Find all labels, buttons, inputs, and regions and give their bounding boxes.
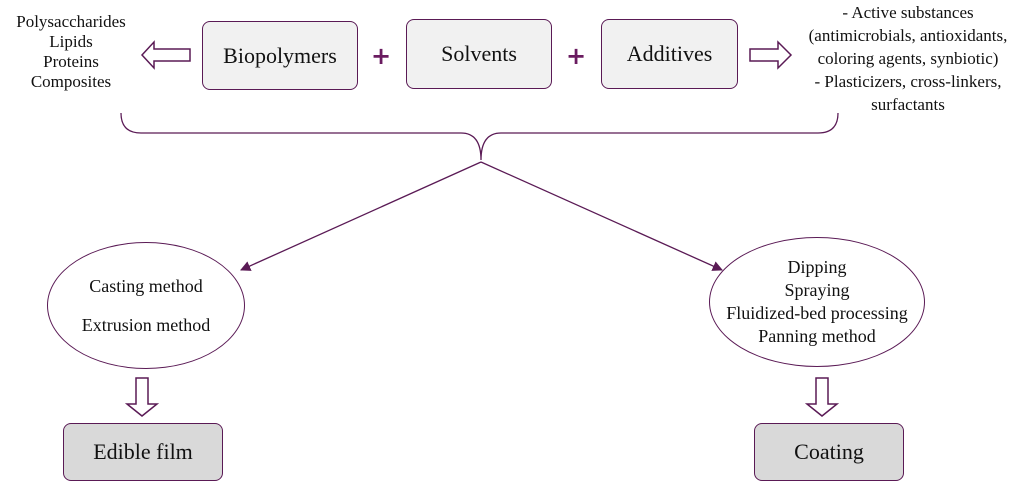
biopolymers-label: Biopolymers (223, 42, 337, 68)
plus-sign: + (371, 42, 392, 70)
additive-types-list: - Active substances (antimicrobials, ant… (795, 1, 1021, 116)
branch-arrow-film (240, 161, 482, 271)
casting-method-label: Casting method (89, 275, 203, 296)
right-hollow-arrow (749, 40, 793, 70)
coating-method-item: Dipping (787, 257, 847, 277)
biopolymer-type-item: Polysaccharides (16, 12, 126, 31)
coating-methods-oval: Dipping Spraying Fluidized-bed processin… (709, 237, 925, 367)
coating-method-item: Spraying (784, 280, 850, 300)
biopolymer-type-item: Lipids (49, 32, 93, 51)
solvents-box: Solvents (406, 19, 552, 89)
coating-label: Coating (794, 439, 864, 464)
coating-method-item: Panning method (758, 326, 876, 346)
solvents-label: Solvents (441, 41, 517, 66)
biopolymer-type-item: Proteins (43, 52, 99, 71)
additive-type-item: surfactants (871, 95, 945, 114)
additives-box: Additives (601, 19, 738, 89)
down-hollow-arrow-coating (804, 377, 840, 417)
edible-film-label: Edible film (93, 439, 193, 464)
branch-arrow-coating (480, 161, 723, 271)
plus-sign: + (566, 42, 587, 70)
additive-type-item: - Active substances (842, 3, 974, 22)
grouping-brace (120, 112, 839, 161)
biopolymer-types-list: Polysaccharides Lipids Proteins Composit… (0, 12, 142, 92)
coating-method-item: Fluidized-bed processing (726, 303, 908, 323)
down-hollow-arrow-film (124, 377, 160, 417)
film-methods-oval: Casting method Extrusion method (47, 242, 245, 369)
left-hollow-arrow (140, 40, 191, 70)
additive-type-item: - Plasticizers, cross-linkers, (814, 72, 1002, 91)
additive-type-item: (antimicrobials, antioxidants, (808, 26, 1008, 45)
additive-type-item: coloring agents, synbiotic) (817, 49, 999, 68)
biopolymers-box: Biopolymers (202, 21, 358, 90)
additives-label: Additives (626, 41, 713, 66)
coating-box: Coating (754, 423, 904, 481)
edible-film-box: Edible film (63, 423, 223, 481)
biopolymer-type-item: Composites (30, 72, 112, 91)
extrusion-method-label: Extrusion method (81, 314, 211, 335)
